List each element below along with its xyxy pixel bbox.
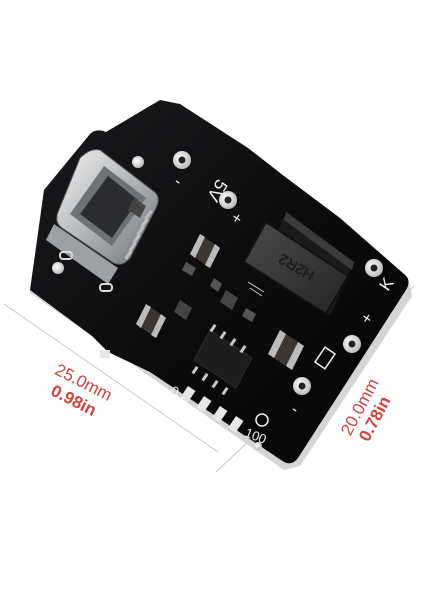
usb-pins [124,210,153,260]
usb-c-connector [46,149,159,284]
usb-mount-pads [59,251,113,292]
ic-chip [191,324,253,396]
smd-components [128,198,304,370]
solder-pads [52,151,383,450]
inductor: H2R2 [242,212,354,316]
status-leds [180,386,244,433]
